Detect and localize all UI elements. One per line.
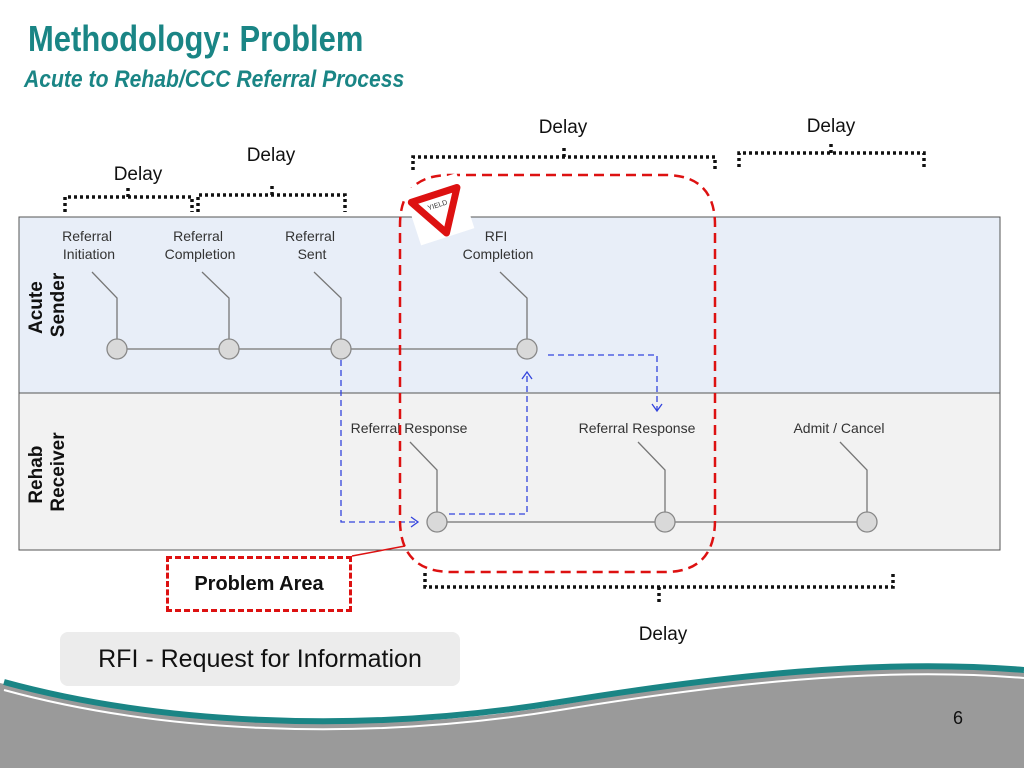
problem-area-box: Problem Area [166,556,352,612]
svg-text:Admit / Cancel: Admit / Cancel [793,420,884,436]
delay-bracket-4 [737,141,926,167]
page-number: 6 [952,708,963,728]
flow-response-to-rfi [449,370,533,515]
footer-wave-accent [3,663,1024,725]
delay-bracket-2 [196,183,347,212]
sender-lane-label: Acute Sender [26,272,69,337]
delay-bracket-5 [423,573,895,602]
problem-area-label: Problem Area [194,572,324,595]
delay-label-4: Delay [807,116,856,137]
problem-region-outline [398,173,717,574]
svg-text:RFI Completion: RFI Completion [463,228,534,262]
footer-wave-highlight [3,673,1024,731]
yield-sign-icon: YIELD [403,172,475,246]
rfi-note: RFI - Request for Information [60,632,460,686]
receiver-step-admit-cancel: Admit / Cancel [793,420,885,533]
rfi-note-text: RFI - Request for Information [98,644,422,673]
receiver-step-referral-response-1: Referral Response [351,420,468,533]
svg-text:Referral Response: Referral Response [351,420,468,436]
sender-step-referral-initiation: Referral Initiation [62,228,128,360]
slide-subtitle: Acute to Rehab/CCC Referral Process [24,66,405,93]
svg-text:Referral Sent: Referral Sent [285,228,339,262]
delay-label-3: Delay [539,117,588,138]
sender-step-referral-sent: Referral Sent [285,228,352,360]
delay-bracket-3 [411,145,717,170]
delay-label-1: Delay [114,164,163,185]
svg-text:Referral Completion: Referral Completion [165,228,236,262]
sender-step-referral-completion: Referral Completion [165,228,240,360]
problem-callout-line [351,545,406,557]
receiver-lane-label: Rehab Receiver [26,432,69,512]
receiver-step-referral-response-2: Referral Response [579,420,696,533]
slide-title: Methodology: Problem [28,18,364,59]
delay-label-2: Delay [247,145,296,166]
svg-text:Referral Initiation: Referral Initiation [62,228,116,262]
sender-lane [18,216,1001,394]
footer-wave [0,668,1024,768]
delay-label-5: Delay [639,624,688,645]
svg-text:Referral Response: Referral Response [579,420,696,436]
flow-rfi-to-response [548,354,663,413]
delay-bracket-1 [63,187,194,212]
receiver-lane [18,392,1001,551]
sender-step-rfi-completion: RFI Completion [463,228,538,360]
flow-referral-to-receiver [340,360,420,528]
